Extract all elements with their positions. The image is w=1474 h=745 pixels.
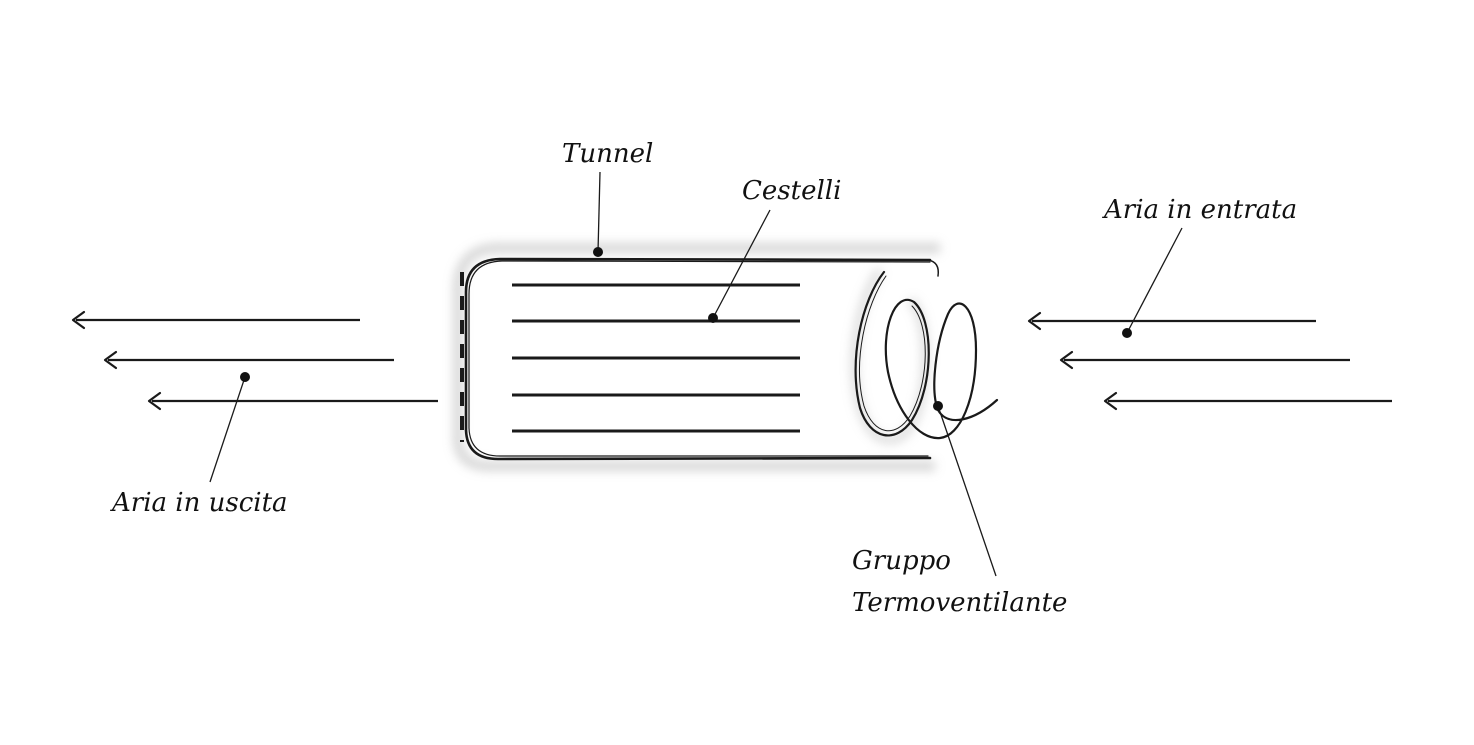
label-aria-in-entrata: Aria in entrata xyxy=(1102,195,1297,225)
arrow-left xyxy=(71,310,360,330)
leader-aria-uscita xyxy=(209,372,250,483)
incoming-air-arrows xyxy=(1027,311,1392,411)
label-cestelli: Cestelli xyxy=(742,176,841,206)
arrow-left xyxy=(1103,391,1392,411)
leader-tunnel xyxy=(593,171,603,257)
label-tunnel: Tunnel xyxy=(562,139,653,169)
leader-cestelli xyxy=(708,209,771,323)
arrow-left xyxy=(147,391,438,411)
arrow-left xyxy=(1027,311,1316,331)
arrow-left xyxy=(103,350,394,370)
leader-aria-entrata xyxy=(1122,227,1183,338)
heating-fan-coil xyxy=(854,270,999,440)
tunnel-body xyxy=(460,257,940,461)
label-termoventilante: Termoventilante xyxy=(852,588,1067,618)
label-gruppo: Gruppo xyxy=(852,546,951,576)
cestelli-baskets xyxy=(512,283,800,433)
arrow-left xyxy=(1059,350,1350,370)
outgoing-air-arrows xyxy=(71,310,438,411)
label-aria-in-uscita: Aria in uscita xyxy=(110,488,288,518)
leader-gruppo xyxy=(933,401,997,577)
